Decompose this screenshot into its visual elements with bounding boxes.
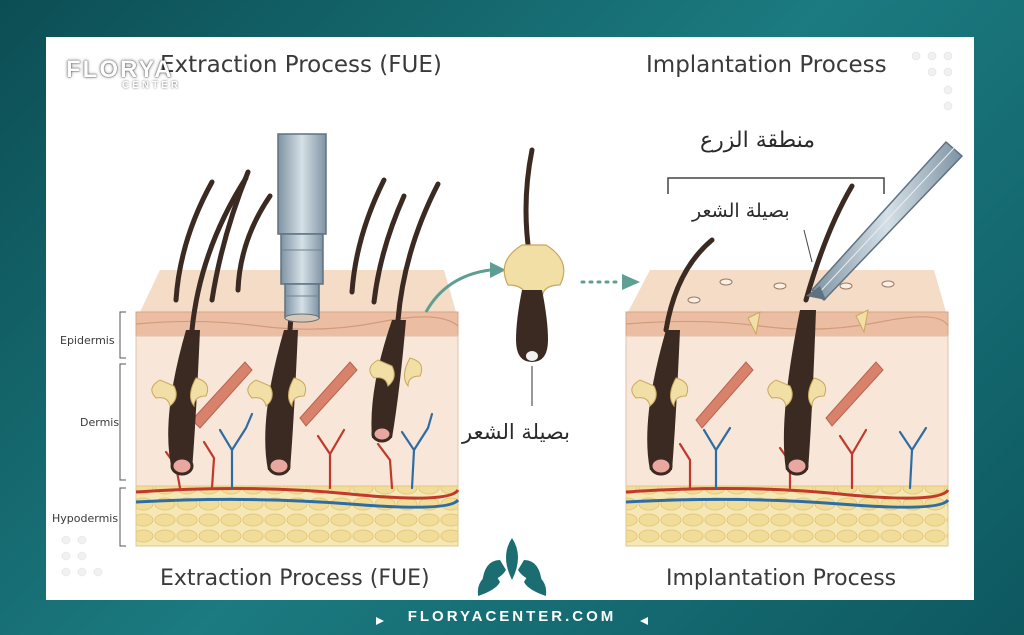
label-epidermis: Epidermis xyxy=(60,334,115,347)
curved-arrow-icon xyxy=(424,268,491,313)
label-hair-bulb-middle: بصيلة الشعر xyxy=(462,420,570,444)
forceps-icon xyxy=(806,140,964,302)
layer-brackets xyxy=(119,311,126,547)
dotted-arrow-icon xyxy=(580,274,640,290)
footer-url[interactable]: FLORYACENTER.COM xyxy=(407,608,617,625)
extracted-follicle xyxy=(503,147,565,406)
decorative-dots xyxy=(61,51,953,577)
logo-main-text: FLORYA xyxy=(66,56,174,83)
leaf-logo-icon xyxy=(477,538,547,596)
logo-sub-text: CENTER xyxy=(122,80,182,91)
brand-logo: FLORYA CENTER xyxy=(66,56,181,91)
right-skin-block xyxy=(625,140,964,547)
label-hypodermis: Hypodermis xyxy=(52,512,119,525)
label-hair-bulb-right: بصيلة الشعر xyxy=(692,200,790,222)
left-skin-block xyxy=(135,133,460,547)
fue-punch-tool-icon xyxy=(277,133,327,323)
title-extraction-top: Extraction Process (FUE) xyxy=(160,52,442,78)
title-implantation-bottom: Implantation Process xyxy=(666,566,897,591)
label-dermis: Dermis xyxy=(80,416,120,429)
title-extraction-bottom: Extraction Process (FUE) xyxy=(160,566,430,591)
title-implantation-top: Implantation Process xyxy=(646,52,887,78)
label-implant-zone: منطقة الزرع xyxy=(700,128,816,153)
left-hypodermis xyxy=(135,485,459,547)
